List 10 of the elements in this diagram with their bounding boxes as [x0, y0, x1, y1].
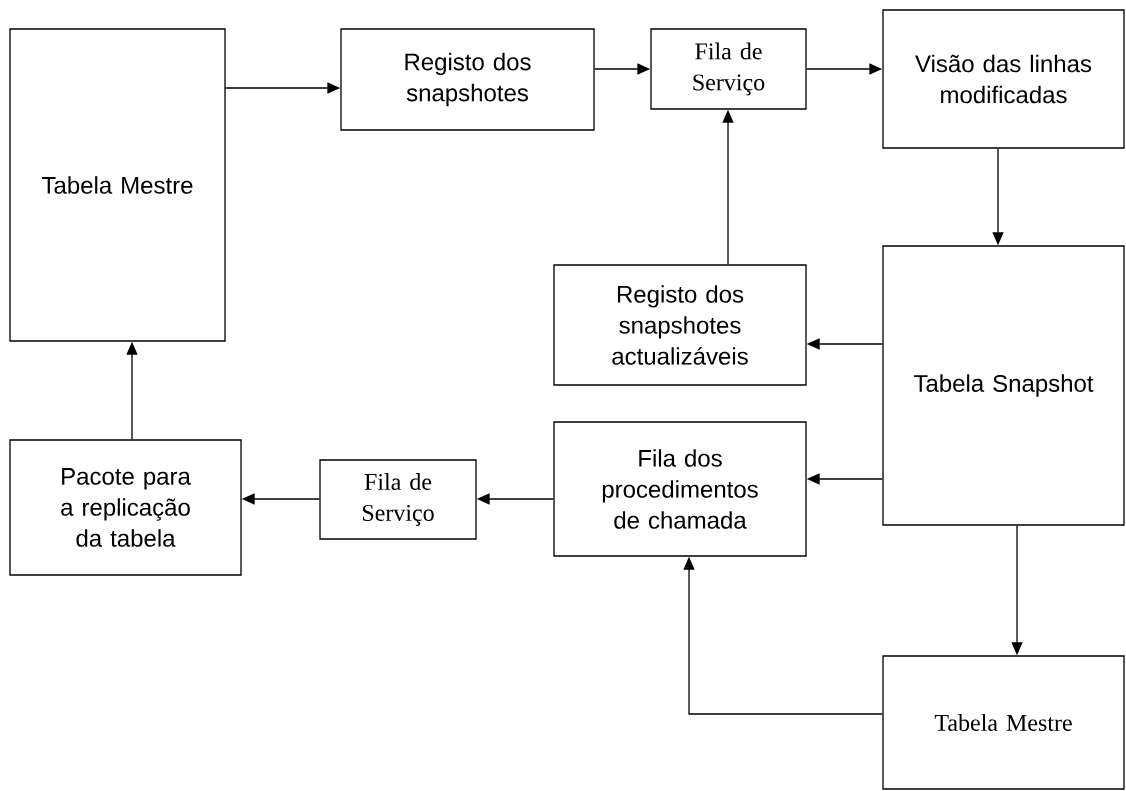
process-box: Registo dos snapshotes actualizáveis: [553, 264, 807, 386]
process-box: Fila de Serviço: [319, 459, 477, 540]
process-box: Tabela Snapshot: [882, 245, 1125, 526]
process-box: Visão das linhas modificadas: [882, 9, 1125, 149]
process-box: Fila dos procedimentos de chamada: [553, 421, 807, 557]
process-box: Fila de Serviço: [650, 28, 807, 110]
process-box: Tabela Mestre: [882, 655, 1125, 790]
process-box: Registo dos snapshotes: [340, 28, 595, 131]
process-box: Tabela Mestre: [9, 28, 226, 342]
process-box: Pacote para a replicação da tabela: [9, 439, 242, 576]
